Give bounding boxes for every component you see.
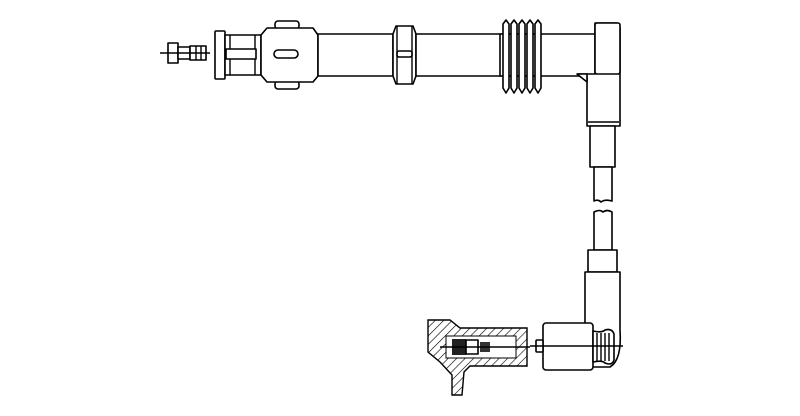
ribbed-seal	[499, 19, 601, 94]
sectioned-terminal	[427, 319, 530, 396]
top-elbow	[576, 22, 621, 203]
coil-connector	[214, 20, 503, 90]
plug-side-boot	[530, 209, 623, 371]
terminal-plug	[160, 42, 210, 64]
